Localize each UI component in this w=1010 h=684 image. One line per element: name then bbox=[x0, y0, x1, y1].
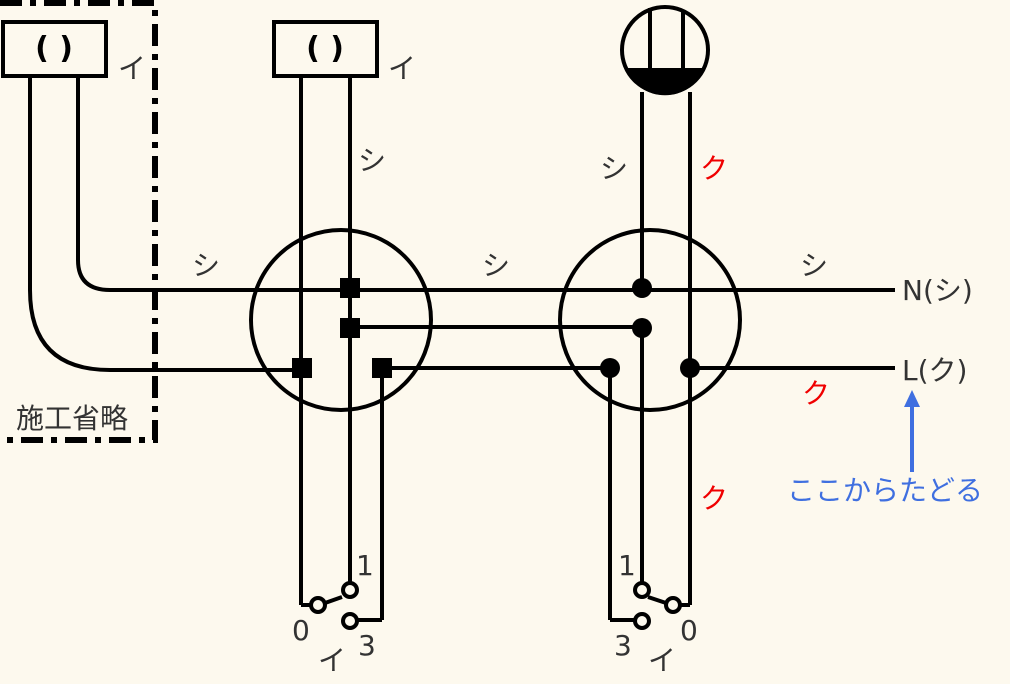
switch-left-icon bbox=[301, 581, 382, 630]
wire-left-lamp-outer bbox=[28, 76, 300, 372]
label-left-horizontal: シ bbox=[192, 249, 220, 282]
wire-left-lamp-inner bbox=[76, 76, 350, 292]
terminal-neutral: N(シ) bbox=[902, 274, 973, 307]
label-middle-horizontal: シ bbox=[482, 249, 510, 282]
switch-left-pos0: 0 bbox=[292, 614, 310, 647]
switch-right-label: イ bbox=[648, 644, 676, 677]
junction-box-right bbox=[558, 228, 742, 412]
lamp-left: ( ) bbox=[1, 20, 108, 78]
lamp-left-label: イ bbox=[118, 52, 146, 85]
ceiling-fixture-icon bbox=[620, 5, 710, 96]
switch-right-pos3: 3 bbox=[614, 629, 632, 662]
omitted-area-label: 施工省略 bbox=[16, 402, 128, 435]
junction-box-left bbox=[249, 228, 433, 412]
arrow-up-icon bbox=[904, 390, 920, 472]
switch-right-pos1: 1 bbox=[618, 549, 636, 582]
omitted-area-border bbox=[0, 0, 158, 443]
switch-left-pos3: 3 bbox=[358, 629, 376, 662]
sleeve-connectors bbox=[292, 278, 392, 378]
switch-left-pos1: 1 bbox=[356, 549, 374, 582]
lamp-center: ( ) bbox=[272, 20, 379, 78]
label-right-horizontal-top: シ bbox=[800, 249, 828, 282]
label-right-vertical-lower: ク bbox=[700, 482, 728, 515]
lamp-center-label: イ bbox=[388, 52, 416, 85]
label-right-horizontal-bottom: ク bbox=[802, 377, 830, 410]
switch-right-icon bbox=[610, 581, 690, 630]
label-fixture-left: シ bbox=[600, 152, 628, 185]
crimp-connectors bbox=[600, 278, 700, 378]
label-fixture-right: ク bbox=[700, 152, 728, 185]
label-center-vertical: シ bbox=[358, 144, 386, 177]
lamp-center-symbol: ( ) bbox=[306, 31, 344, 66]
switch-right-pos0: 0 bbox=[680, 614, 698, 647]
switch-left-label: イ bbox=[318, 644, 346, 677]
annotation-text: ここからたどる bbox=[787, 474, 983, 507]
terminal-line: L(ク) bbox=[902, 354, 967, 387]
lamp-left-symbol: ( ) bbox=[35, 31, 73, 66]
